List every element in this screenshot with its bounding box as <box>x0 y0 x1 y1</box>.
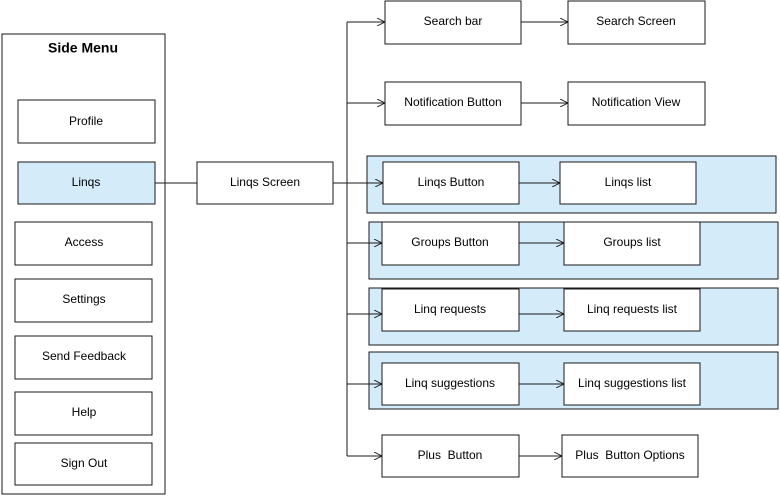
flow-target-label: Groups list <box>603 235 661 249</box>
side-menu-item-profile[interactable]: Profile <box>17 99 156 144</box>
flow-target-label: Search Screen <box>596 14 675 28</box>
flow-notification-button[interactable]: Notification Button <box>384 81 522 126</box>
flow-target-label: Linq requests list <box>587 302 678 316</box>
side-menu-item-label: Settings <box>62 292 105 306</box>
flow-linq-requests-list[interactable]: Linq requests list <box>563 288 701 332</box>
flow-source-label: Linq suggestions <box>405 376 495 390</box>
flow-notification-view[interactable]: Notification View <box>567 81 706 126</box>
flow-target-label: Linq suggestions list <box>578 376 687 390</box>
flow-linqs-button[interactable]: Linqs Button <box>382 161 520 205</box>
flow-target-label: Linqs list <box>605 175 652 189</box>
flow-source-label: Search bar <box>424 14 483 28</box>
side-menu-item-linqs[interactable]: Linqs <box>17 161 156 205</box>
flow-search-screen[interactable]: Search Screen <box>567 0 706 45</box>
side-menu-item-send-feedback[interactable]: Send Feedback <box>14 335 153 380</box>
flow-plus-button[interactable]: Plus Button <box>381 434 520 478</box>
side-menu-item-access[interactable]: Access <box>14 221 153 266</box>
linqs-screen-label: Linqs Screen <box>230 175 300 189</box>
side-menu-item-label: Send Feedback <box>42 349 127 363</box>
flow-source-label: Groups Button <box>411 235 488 249</box>
flow-source-label: Notification Button <box>404 95 501 109</box>
flow-target-label: Plus Button Options <box>575 448 684 462</box>
side-menu-item-settings[interactable]: Settings <box>14 278 153 323</box>
flow-linq-requests[interactable]: Linq requests <box>381 288 520 332</box>
side-menu-item-sign-out[interactable]: Sign Out <box>14 442 153 486</box>
side-menu-item-label: Sign Out <box>61 456 108 470</box>
flow-groups-list[interactable]: Groups list <box>563 221 701 266</box>
flow-groups-button[interactable]: Groups Button <box>381 221 520 266</box>
flow-linqs-list[interactable]: Linqs list <box>559 161 697 205</box>
flow-linq-suggestions-list[interactable]: Linq suggestions list <box>563 362 701 406</box>
side-menu-item-label: Help <box>72 405 97 419</box>
side-menu-item-help[interactable]: Help <box>14 391 153 436</box>
side-menu-item-label: Linqs <box>72 175 101 189</box>
flow-linq-suggestions[interactable]: Linq suggestions <box>381 362 520 406</box>
side-menu-title: Side Menu <box>48 40 118 56</box>
flow-source-label: Linqs Button <box>418 175 485 189</box>
flow-source-label: Linq requests <box>414 302 486 316</box>
linqs-screen-node[interactable]: Linqs Screen <box>196 161 334 205</box>
side-menu-item-label: Access <box>65 235 104 249</box>
flow-search-bar[interactable]: Search bar <box>384 0 522 45</box>
flow-plus-button-options[interactable]: Plus Button Options <box>561 434 699 478</box>
flow-target-label: Notification View <box>592 95 681 109</box>
side-menu-item-label: Profile <box>69 114 103 128</box>
flow-source-label: Plus Button <box>418 448 483 462</box>
